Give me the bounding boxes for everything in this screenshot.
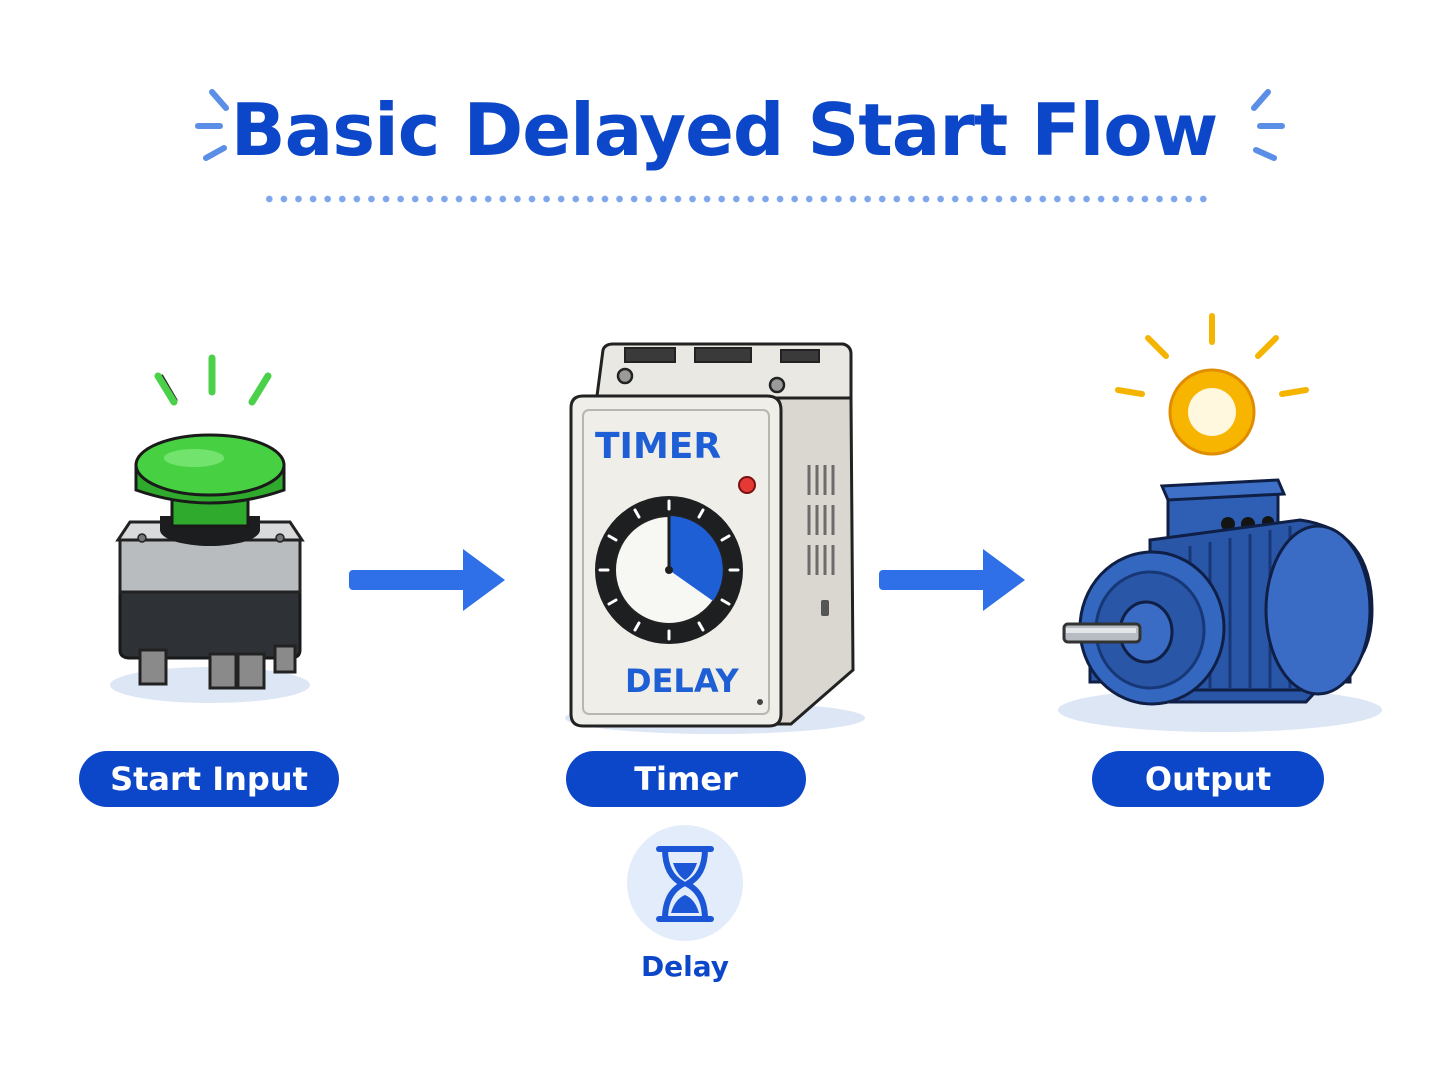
step-label-start-input: Start Input [79, 751, 339, 807]
green-push-button-icon [110, 354, 310, 703]
timer-face-label: TIMER [595, 426, 721, 467]
timer-relay-icon: TIMER DELAY [565, 342, 865, 734]
title-burst-right-icon [1251, 89, 1285, 161]
flow-arrow-2-icon [879, 549, 1025, 611]
hourglass-icon [656, 846, 714, 922]
title-burst-left-icon [195, 89, 229, 161]
flow-arrow-1-icon [349, 549, 505, 611]
electric-motor-icon [1058, 313, 1382, 732]
page-title: Basic Delayed Start Flow [230, 88, 1218, 172]
step-label-timer: Timer [566, 751, 806, 807]
delay-badge [627, 825, 743, 941]
step-label-output: Output [1092, 751, 1324, 807]
output-lamp-icon [1115, 313, 1309, 397]
delay-caption: Delay [640, 950, 730, 983]
title-underline-dots [262, 194, 1212, 204]
timer-face-delay-label: DELAY [625, 662, 740, 700]
